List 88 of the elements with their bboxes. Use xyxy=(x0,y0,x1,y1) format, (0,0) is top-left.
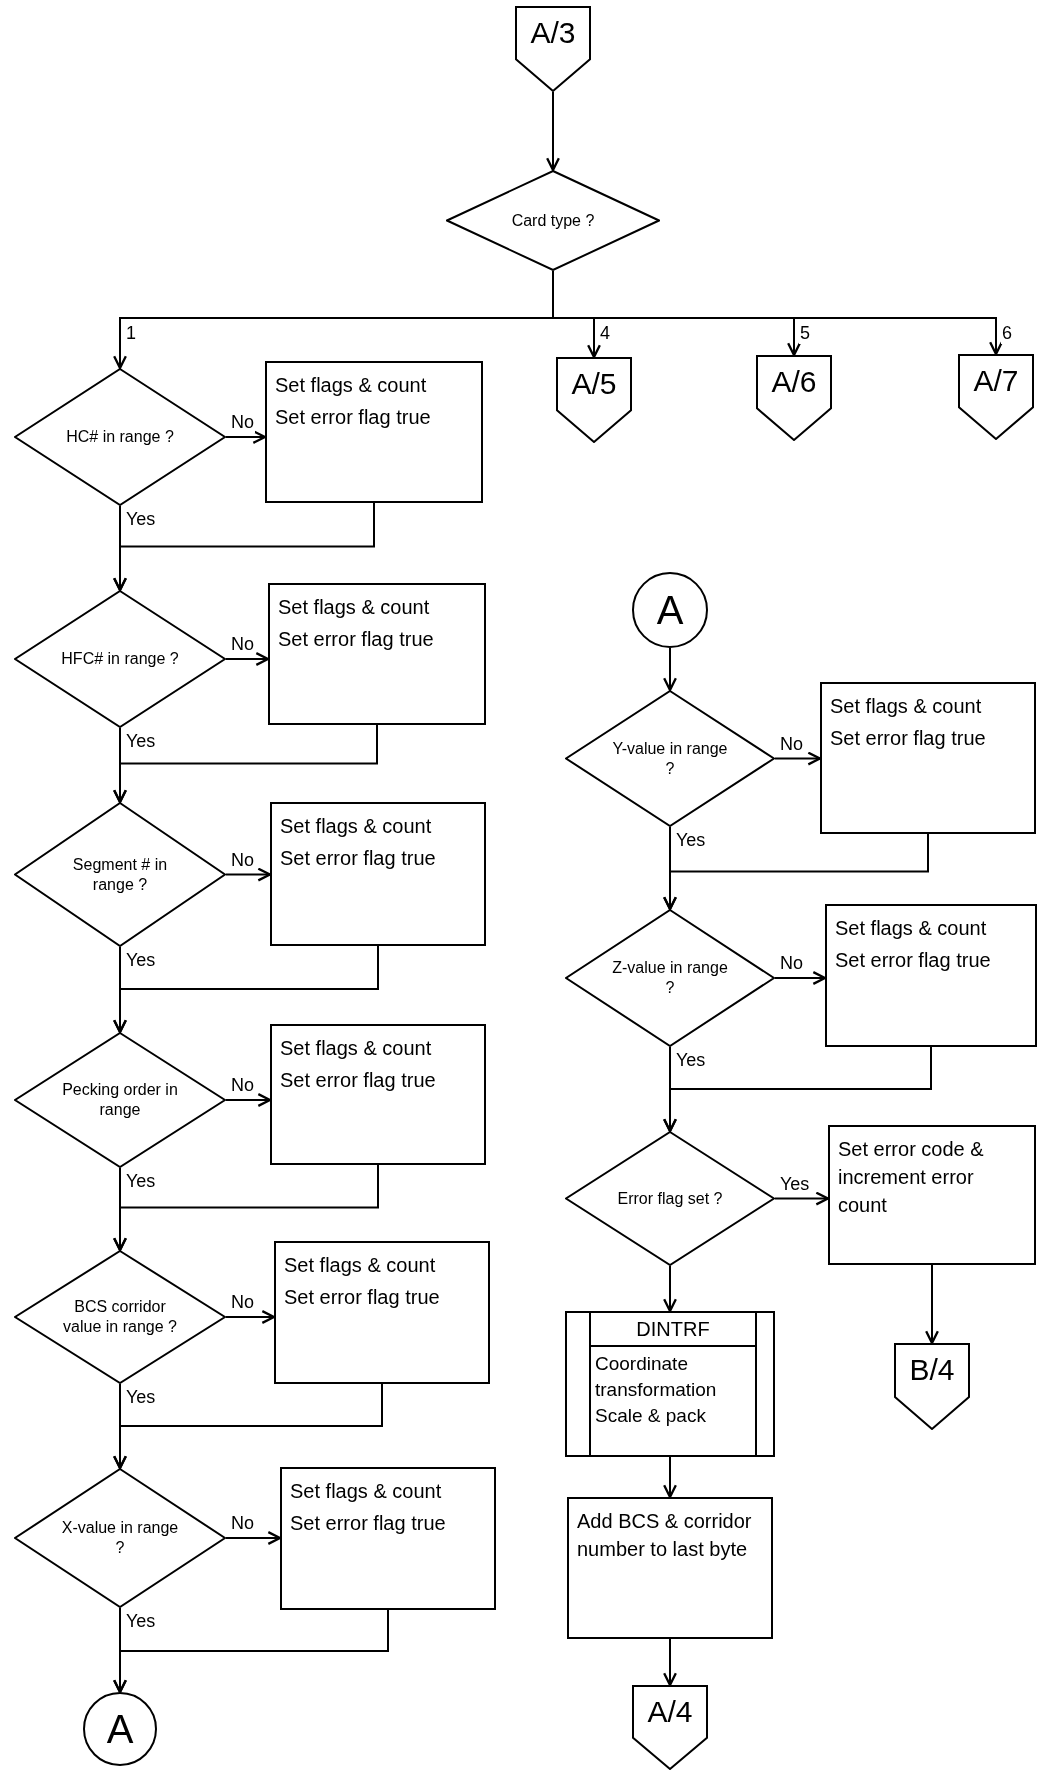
process-box xyxy=(828,1125,1036,1265)
connector-label: A/6 xyxy=(771,367,817,400)
decision-diamond xyxy=(14,368,226,506)
off-page-connector xyxy=(556,357,632,443)
decision-diamond xyxy=(14,802,226,947)
decision-text: BCS corridor value in range ? xyxy=(62,1297,178,1337)
arrow xyxy=(113,1164,379,1252)
process-text: Set flags & count xyxy=(835,916,988,941)
off-page-connector xyxy=(894,1343,970,1430)
process-box xyxy=(280,1467,496,1610)
process-text: Set flags & count xyxy=(280,814,433,839)
connector-label: A xyxy=(656,590,684,630)
arrow xyxy=(225,430,267,444)
process-text: Set flags & count xyxy=(284,1253,437,1278)
process-text: Set error flag true xyxy=(278,627,435,652)
arrow xyxy=(225,1531,282,1545)
arrow xyxy=(225,652,270,666)
off-page-connector xyxy=(756,355,832,441)
arrow xyxy=(663,1265,677,1313)
arrow xyxy=(225,867,272,882)
arrow xyxy=(663,647,677,692)
decision-text: Y-value in range ? xyxy=(611,738,729,779)
process-text: Set error flag true xyxy=(280,1068,437,1093)
arrow xyxy=(113,502,375,592)
process-text: Set flags & count xyxy=(290,1479,443,1504)
off-page-connector xyxy=(632,1685,708,1770)
process-text: Set error flag true xyxy=(835,948,992,973)
decision-text: Z-value in range ? xyxy=(611,958,729,998)
connector-label: A/4 xyxy=(647,1697,693,1730)
process-text: Set error flag true xyxy=(290,1511,447,1536)
arrow xyxy=(113,1609,389,1694)
arrow xyxy=(925,1264,939,1345)
arrow xyxy=(113,945,379,1034)
process-text: Set error flag true xyxy=(830,726,987,751)
decision-diamond xyxy=(14,1468,226,1608)
process-text: Set error flag true xyxy=(275,405,432,430)
connector-label: A/5 xyxy=(571,369,617,402)
process-box xyxy=(825,904,1037,1047)
arrow xyxy=(663,1046,932,1133)
process-text: Set flags & count xyxy=(280,1036,433,1061)
decision-text: HFC# in range ? xyxy=(60,649,180,669)
decision-text: Error flag set ? xyxy=(616,1188,724,1209)
predefined-process-box xyxy=(565,1311,775,1457)
arrow xyxy=(663,1456,677,1499)
process-text: Set error flag true xyxy=(284,1285,441,1310)
connector-label: B/4 xyxy=(909,1355,955,1388)
arrow xyxy=(225,1310,276,1324)
process-text: Set flags & count xyxy=(275,373,428,398)
decision-diamond xyxy=(565,1131,775,1266)
arrow xyxy=(663,1638,677,1687)
subroutine-name: DINTRF xyxy=(591,1313,755,1347)
off-page-connector xyxy=(958,354,1034,440)
connector-label: A/3 xyxy=(530,18,576,51)
arrow xyxy=(663,833,929,911)
process-text: Coordinate transformation Scale & pack xyxy=(594,1352,718,1428)
process-box xyxy=(270,1024,486,1165)
process-text: Set flags & count xyxy=(830,694,983,719)
decision-diamond xyxy=(565,690,775,827)
process-box xyxy=(274,1241,490,1384)
decision-diamond xyxy=(446,170,660,271)
off-page-connector xyxy=(515,6,591,92)
process-box xyxy=(268,583,486,725)
arrow xyxy=(774,1191,830,1206)
process-text: Add BCS & corridor number to last byte xyxy=(577,1509,753,1562)
arrow xyxy=(113,724,378,804)
process-text: Set error flag true xyxy=(280,846,437,871)
process-box xyxy=(270,802,486,946)
decision-diamond xyxy=(14,590,226,728)
decision-text: Pecking order in range xyxy=(61,1080,179,1120)
process-box xyxy=(567,1497,773,1639)
process-box xyxy=(820,682,1036,834)
arrow xyxy=(225,1093,272,1107)
connector-label: A/7 xyxy=(973,366,1019,399)
arrow xyxy=(774,971,827,985)
decision-text: HC# in range ? xyxy=(65,427,175,447)
process-text: Set flags & count xyxy=(278,595,431,620)
decision-diamond xyxy=(14,1250,226,1384)
decision-text: Card type ? xyxy=(510,210,596,231)
process-text: Set error code & increment error count xyxy=(838,1137,985,1218)
arrow xyxy=(774,751,822,766)
process-box xyxy=(265,361,483,503)
arrow xyxy=(113,1383,383,1470)
decision-text: X-value in range ? xyxy=(60,1518,180,1558)
decision-diamond xyxy=(14,1032,226,1168)
decision-diamond xyxy=(565,909,775,1047)
decision-text: Segment # in range ? xyxy=(71,854,169,895)
arrow xyxy=(546,91,560,172)
connector-label: A xyxy=(106,1709,134,1749)
